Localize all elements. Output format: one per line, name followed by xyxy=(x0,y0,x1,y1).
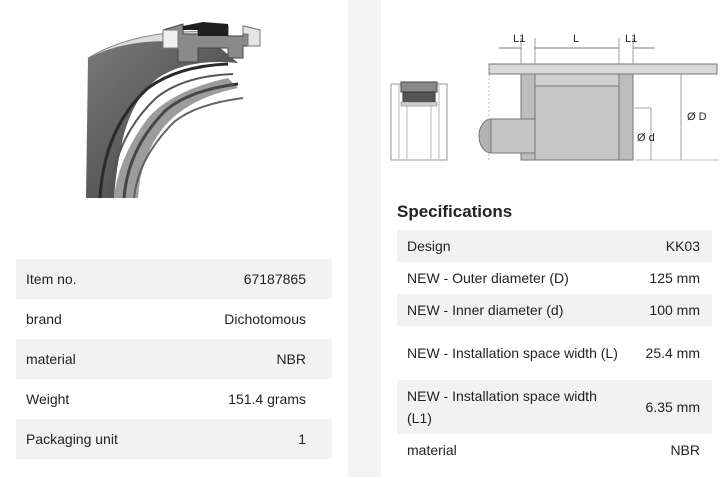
row-label: NEW - Outer diameter (D) xyxy=(407,270,569,286)
row-label: Packaging unit xyxy=(16,419,170,459)
specifications-table: Design KK03 NEW - Outer diameter (D) 125… xyxy=(397,230,712,466)
row-label: brand xyxy=(26,311,62,327)
product-details-table: Item no. 67187865 brand Dichotomous mate… xyxy=(16,259,332,459)
row-label: NEW - Installation space width (L) xyxy=(407,345,618,361)
dim-label-outer-diameter: Ø D xyxy=(687,111,707,123)
dim-label-l1-right: L1 xyxy=(625,33,637,45)
row-value: 6.35 mm xyxy=(631,380,712,434)
dim-label-l1-left: L1 xyxy=(513,33,525,45)
groove-drawing xyxy=(478,38,719,161)
table-row: material NBR xyxy=(397,434,712,466)
table-row: Design KK03 xyxy=(397,230,712,262)
table-row: NEW - Outer diameter (D) 125 mm xyxy=(397,262,712,294)
row-value: NBR xyxy=(670,442,700,458)
row-value: Dichotomous xyxy=(224,311,306,327)
row-value: 1 xyxy=(169,419,332,459)
table-row: NEW - Installation space width (L1) 6.35… xyxy=(397,380,712,434)
row-label: NEW - Inner diameter (d) xyxy=(397,294,632,326)
table-row: Packaging unit 1 xyxy=(16,419,332,459)
dim-label-inner-diameter: Ø d xyxy=(637,132,655,144)
row-label: Design xyxy=(397,230,632,262)
row-label: Weight xyxy=(26,391,70,407)
column-divider xyxy=(348,0,381,477)
row-value: 151.4 grams xyxy=(228,391,306,407)
specifications-title: Specifications xyxy=(397,202,513,221)
row-label: NEW - Installation space width (L1) xyxy=(397,380,632,434)
table-row: Item no. 67187865 xyxy=(16,259,332,299)
dim-label-l: L xyxy=(573,33,579,45)
row-value: 125 mm xyxy=(649,270,700,286)
row-value: 100 mm xyxy=(631,294,712,326)
row-value: NBR xyxy=(169,339,332,379)
small-cross-section xyxy=(390,81,448,161)
row-value: 25.4 mm xyxy=(645,345,700,361)
table-row: Weight 151.4 grams xyxy=(16,379,332,419)
row-label: material xyxy=(407,442,457,458)
table-row: NEW - Installation space width (L) 25.4 … xyxy=(397,326,712,380)
seal-product-image xyxy=(86,22,261,199)
row-value: KK03 xyxy=(631,230,712,262)
specifications-column: L1 L L1 Ø d Ø D Specifications Design KK… xyxy=(381,0,722,477)
row-value: 67187865 xyxy=(169,259,332,299)
table-row: material NBR xyxy=(16,339,332,379)
installation-space-diagram: L1 L L1 Ø d Ø D xyxy=(390,33,719,161)
row-label: material xyxy=(16,339,170,379)
table-row: NEW - Inner diameter (d) 100 mm xyxy=(397,294,712,326)
row-label: Item no. xyxy=(16,259,170,299)
product-column: Item no. 67187865 brand Dichotomous mate… xyxy=(0,0,348,477)
table-row: brand Dichotomous xyxy=(16,299,332,339)
